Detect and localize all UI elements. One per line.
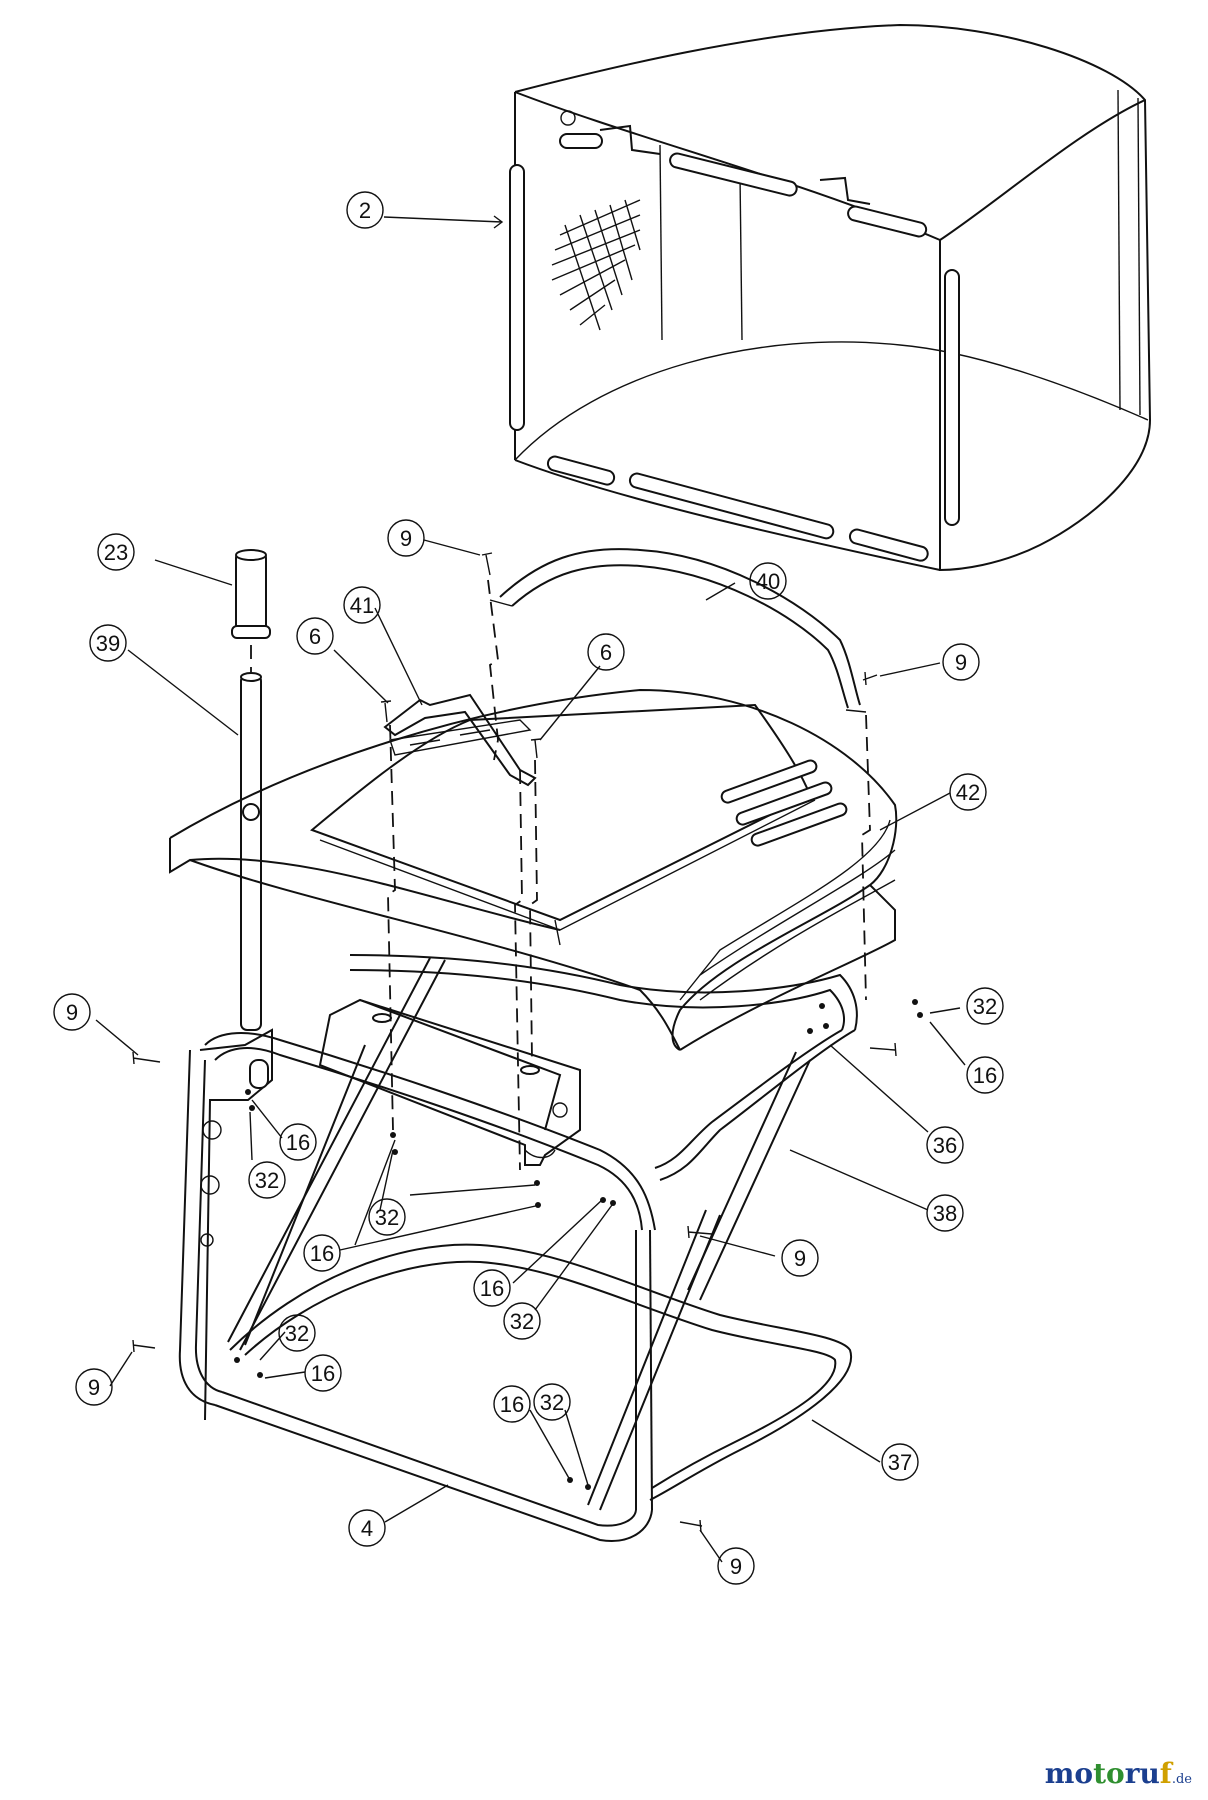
svg-text:16: 16 [500, 1392, 524, 1417]
bag-cover-part-42 [169, 688, 898, 1051]
callout-part-32-right: 32 [966, 987, 1004, 1025]
rear-bar-part-40 [489, 548, 867, 713]
svg-text:37: 37 [888, 1450, 912, 1475]
callout-part-16-center-low: 16 [473, 1269, 511, 1307]
svg-text:16: 16 [310, 1241, 334, 1266]
svg-text:42: 42 [956, 780, 980, 805]
svg-text:41: 41 [350, 593, 374, 618]
frame-assembly [178, 954, 858, 1542]
svg-text:16: 16 [480, 1276, 504, 1301]
callout-part-16-center: 16 [303, 1234, 341, 1272]
callout-part-32-lower-left: 32 [278, 1314, 316, 1352]
assembly-lines [387, 579, 871, 1171]
mesh-pattern [551, 199, 641, 331]
callout-part-42: 42 [949, 773, 987, 811]
svg-text:23: 23 [104, 540, 128, 565]
svg-text:32: 32 [285, 1321, 309, 1346]
hardware [132, 552, 923, 1533]
callout-part-16-left: 16 [279, 1123, 317, 1161]
callout-part-32-center-low: 32 [503, 1302, 541, 1340]
callout-part-32-left: 32 [248, 1161, 286, 1199]
callout-part-4: 4 [348, 1509, 386, 1547]
svg-text:9: 9 [66, 1000, 78, 1025]
callout-part-16-lower-left: 16 [304, 1354, 342, 1392]
callout-part-40: 40 [749, 562, 787, 600]
callout-part-32-center: 32 [368, 1198, 406, 1236]
svg-text:16: 16 [311, 1361, 335, 1386]
callout-part-9-left: 9 [53, 993, 91, 1031]
leader-lines [95, 215, 966, 1563]
svg-text:6: 6 [600, 640, 612, 665]
callout-part-39: 39 [89, 624, 127, 662]
svg-text:6: 6 [309, 624, 321, 649]
svg-text:36: 36 [933, 1133, 957, 1158]
svg-text:2: 2 [359, 198, 371, 223]
callout-part-9-top: 9 [387, 519, 425, 557]
callout-part-37: 37 [881, 1443, 919, 1481]
callout-part-9-lower-left: 9 [75, 1368, 113, 1406]
svg-text:38: 38 [933, 1201, 957, 1226]
motoruf-watermark: motoruf.de [1044, 1757, 1192, 1790]
callout-part-38: 38 [926, 1194, 964, 1232]
callout-part-9-right-top: 9 [942, 643, 980, 681]
svg-text:40: 40 [756, 569, 780, 594]
callout-part-32-lower-right: 32 [533, 1383, 571, 1421]
svg-text:9: 9 [730, 1554, 742, 1579]
callout-part-9-center-right: 9 [781, 1239, 819, 1277]
svg-text:32: 32 [540, 1390, 564, 1415]
svg-text:39: 39 [96, 631, 120, 656]
svg-text:32: 32 [510, 1309, 534, 1334]
callout-part-16-right: 16 [966, 1056, 1004, 1094]
part-callouts: 2 23 39 9 40 41 6 6 9 42 9 32 16 16 32 3… [53, 191, 1004, 1585]
svg-text:16: 16 [973, 1063, 997, 1088]
svg-text:9: 9 [88, 1375, 100, 1400]
handle-tube-part-39 [240, 672, 262, 1031]
svg-text:4: 4 [361, 1516, 373, 1541]
callout-part-16-lower-right: 16 [493, 1385, 531, 1423]
svg-text:9: 9 [955, 650, 967, 675]
svg-text:16: 16 [286, 1130, 310, 1155]
grass-bag-part-2 [509, 23, 1152, 572]
svg-text:9: 9 [794, 1246, 806, 1271]
callout-part-9-bottom: 9 [717, 1547, 755, 1585]
handle-grip-part-23 [231, 549, 271, 639]
callout-part-41: 41 [343, 586, 381, 624]
callout-part-2: 2 [346, 191, 384, 229]
svg-text:9: 9 [400, 526, 412, 551]
svg-text:32: 32 [973, 994, 997, 1019]
callout-part-6-right: 6 [587, 633, 625, 671]
svg-text:32: 32 [255, 1168, 279, 1193]
callout-part-36: 36 [926, 1126, 964, 1164]
callout-part-23: 23 [97, 533, 135, 571]
svg-text:32: 32 [375, 1205, 399, 1230]
hinge-bracket-part-41 [383, 693, 537, 787]
callout-part-6-left: 6 [296, 617, 334, 655]
